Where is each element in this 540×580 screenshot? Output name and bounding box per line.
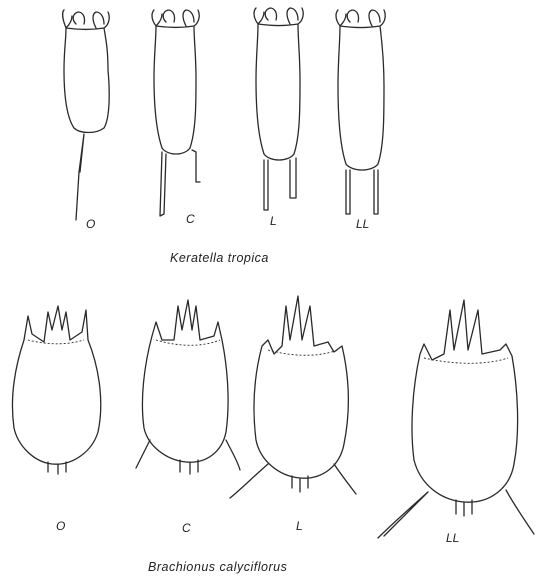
keratella-morph-l-drawing [254, 8, 303, 210]
brachionus-species-caption: Brachionus calyciflorus [148, 560, 287, 574]
brachionus-label-o: O [56, 519, 65, 533]
keratella-label-o: O [86, 217, 95, 231]
keratella-morph-ll-drawing [336, 10, 385, 214]
keratella-species-caption: Keratella tropica [170, 251, 269, 265]
brachionus-label-ll: LL [446, 531, 459, 545]
keratella-morph-c-drawing [152, 10, 200, 216]
keratella-label-l: L [270, 214, 277, 228]
brachionus-label-c: C [182, 521, 191, 535]
brachionus-morph-ll-drawing [378, 300, 534, 538]
keratella-label-c: C [186, 212, 195, 226]
brachionus-label-l: L [296, 519, 303, 533]
keratella-morph-o-drawing [63, 10, 110, 220]
brachionus-panel: O C L LL Brachionus calyciflorus [12, 296, 534, 574]
keratella-panel: O C L LL Keratella tropica [63, 8, 386, 265]
keratella-label-ll: LL [356, 217, 369, 231]
brachionus-morph-c-drawing [136, 300, 240, 474]
brachionus-morph-l-drawing [230, 296, 356, 498]
brachionus-morph-o-drawing [12, 306, 100, 474]
